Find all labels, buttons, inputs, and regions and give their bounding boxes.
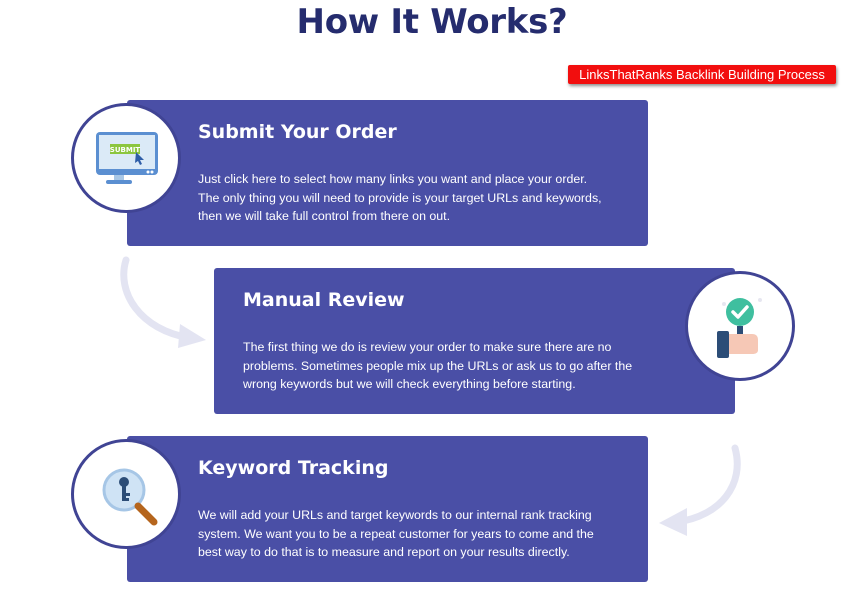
- step-card-submit-order: [127, 100, 648, 246]
- step-title-manual-review: Manual Review: [243, 289, 405, 311]
- step-description-line: We will add your URLs and target keyword…: [198, 508, 592, 522]
- step-title-submit-order: Submit Your Order: [198, 121, 397, 143]
- step-icon-circle-2: [685, 271, 795, 381]
- connector-arrow-1-to-2: [120, 256, 206, 348]
- submit-icon-label: SUBMIT: [110, 146, 141, 154]
- step-card-keyword-tracking: [127, 436, 648, 582]
- step-description-line: The first thing we do is review your ord…: [243, 340, 612, 354]
- step-description-line: Just click here to select how many links…: [198, 172, 588, 186]
- key-magnifier-icon: [102, 468, 158, 526]
- step-description-line: wrong keywords but we will check everyth…: [243, 377, 576, 391]
- step-description-keyword-tracking: We will add your URLs and target keyword…: [198, 506, 594, 562]
- step-icon-circle-1: SUBMIT: [71, 103, 181, 213]
- page-title: How It Works?: [296, 2, 568, 42]
- connector-arrow-2-to-3: [659, 444, 741, 536]
- step-description-submit-order: Just click here to select how many links…: [198, 170, 602, 226]
- hand-checkmark-icon: [717, 298, 762, 358]
- step-description-line: problems. Sometimes people mix up the UR…: [243, 358, 633, 373]
- step-icon-circle-3: [71, 439, 181, 549]
- process-badge: LinksThatRanks Backlink Building Process: [568, 65, 836, 84]
- step-description-line: then we will take full control from ther…: [198, 209, 451, 223]
- step-description-line: The only thing you will need to provide …: [198, 190, 602, 205]
- step-description-manual-review: The first thing we do is review your ord…: [243, 338, 632, 394]
- step-card-manual-review: [214, 268, 735, 414]
- step-description-line: best way to do that is to measure and re…: [198, 545, 570, 559]
- monitor-submit-icon: SUBMIT: [96, 132, 158, 184]
- step-description-line: system. We want you to be a repeat custo…: [198, 526, 594, 541]
- step-title-keyword-tracking: Keyword Tracking: [198, 457, 389, 479]
